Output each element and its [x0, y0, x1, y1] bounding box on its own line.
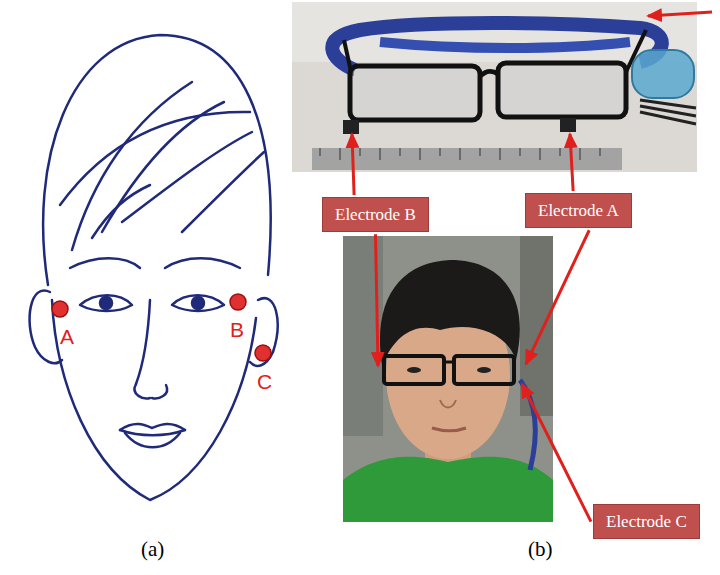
person-photo	[343, 236, 553, 522]
electrode-letter: B	[230, 318, 244, 341]
leader-arrow	[352, 134, 354, 195]
electrode-label: Electrode B	[335, 204, 416, 225]
electrode-dot	[52, 301, 68, 317]
electrode-dot	[230, 294, 246, 310]
panel-caption: (a)	[141, 538, 164, 561]
electrode-label-box: Electrode A	[525, 193, 632, 228]
leader-arrow	[526, 230, 589, 364]
electrode-letter: A	[60, 325, 74, 348]
electrode-label-box: Electrode B	[322, 197, 429, 232]
leader-arrow	[376, 234, 379, 366]
electrode-label-box: Electrode C	[593, 504, 700, 539]
panel-caption: (b)	[528, 538, 553, 561]
leader-arrow	[570, 134, 573, 191]
leader-arrow	[522, 384, 591, 522]
electrode-letter: C	[257, 370, 272, 393]
leader-arrow	[648, 12, 712, 16]
electrode-dot	[255, 345, 271, 361]
electrode-label: Electrode A	[538, 200, 619, 221]
electrode-dot	[52, 294, 271, 361]
electrode-label: Electrode C	[606, 511, 687, 532]
face-drawing	[30, 35, 278, 500]
